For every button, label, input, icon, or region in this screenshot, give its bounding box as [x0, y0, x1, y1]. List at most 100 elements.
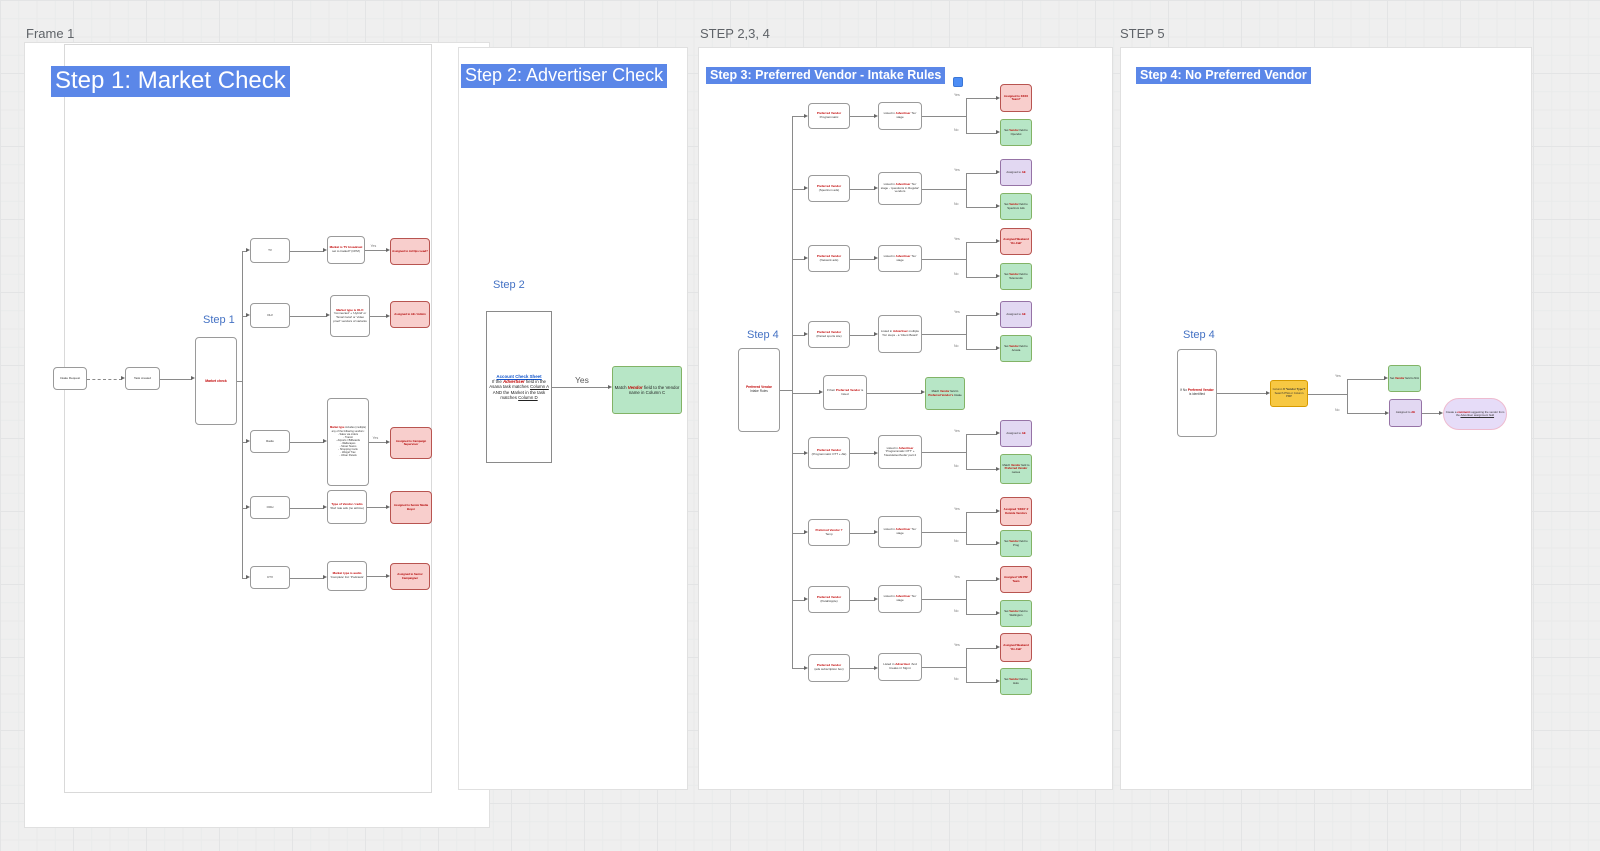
connector-segment: [792, 334, 805, 336]
step1-group-label[interactable]: Step 1: [203, 314, 235, 326]
steps234-frame-label[interactable]: STEP 2,3, 4: [700, 26, 770, 41]
step1-title[interactable]: Step 1: Market Check: [51, 66, 290, 97]
match-vendor-intake-node[interactable]: Match Vendor field in Preferred Vendor's…: [925, 377, 965, 410]
market-check-node[interactable]: Market check: [195, 337, 237, 425]
connector-segment: [966, 276, 997, 278]
olv-rule-node[interactable]: Market type is OLV: 'Connected' + 'Hybri…: [330, 295, 370, 337]
set-vendor-node[interactable]: Set Vendor field to Telemundo: [1000, 263, 1032, 290]
arrowhead-icon: [386, 439, 390, 444]
assigned-ampm-team-node[interactable]: Assigned 'AM PM' Team: [1000, 566, 1032, 593]
arrowhead-icon: [1266, 390, 1270, 395]
connector-segment: [922, 334, 966, 335]
market-radio-node[interactable]: Radio: [250, 430, 290, 453]
step2-group-label[interactable]: Step 2: [493, 279, 525, 291]
audio-rule-node[interactable]: Market type is audio 'Complete' list: 'P…: [327, 561, 367, 591]
listed-in-advertiser-node[interactable]: Listed in Advertiser multiple 'No' steps…: [878, 315, 922, 353]
listed-in-advertiser-node[interactable]: Listed in Advertiser 'And breaks in' Mgm…: [878, 653, 922, 681]
preferred-vendor-network-node[interactable]: Preferred Vendor(Network ads): [808, 245, 850, 272]
task-created-node[interactable]: Task created: [125, 367, 160, 390]
connector-segment: [242, 250, 243, 578]
market-ooh-node[interactable]: OOH: [250, 496, 290, 519]
step3-group-label[interactable]: Step 4: [747, 329, 779, 341]
listed-in-advertiser-node[interactable]: Listed in Advertiser 'No' stage - 'quest…: [878, 172, 922, 205]
market-olv-node[interactable]: OLV: [250, 303, 290, 328]
set-vendor-na-node[interactable]: Set Vendor field to N/A: [1388, 365, 1421, 392]
connector-segment: [850, 258, 875, 260]
assign-campaign-supervisor-node[interactable]: Assigned to Campaign Supervisor: [390, 427, 432, 459]
connector-segment: [922, 667, 966, 668]
connector-segment: [850, 188, 875, 190]
frame1-label[interactable]: Frame 1: [26, 26, 75, 41]
connector-segment: [922, 452, 966, 453]
connector-segment: [792, 532, 805, 534]
assigned-outside-vendors-node[interactable]: Assigned 'XXXX' if Outside Vendors: [1000, 497, 1032, 526]
market-tv-node[interactable]: TV: [250, 238, 290, 263]
no-preferred-vendor-node[interactable]: If No Preferred Vendor is identified: [1177, 349, 1217, 437]
arrowhead-icon: [996, 611, 1000, 615]
assigned-team-node[interactable]: Assigned to XXXX Team?: [1000, 84, 1032, 112]
intake-request-node[interactable]: Intake Request: [53, 367, 87, 390]
connector-segment: [1217, 393, 1267, 394]
assign-adops-lead-node[interactable]: Assigned to Ad Ops Lead?: [390, 238, 430, 265]
preferred-vendor-sports-node[interactable]: Preferred Vendor(Paired sports site): [808, 321, 850, 348]
arrowhead-icon: [246, 248, 250, 252]
connector-segment: [966, 172, 997, 174]
preferred-vendor-subscription-node[interactable]: Preferred Vendor(ads subscription box): [808, 654, 850, 682]
arrowhead-icon: [386, 504, 390, 509]
connector-segment: [242, 315, 247, 317]
listed-in-advertiser-node[interactable]: Listed in Advertiser 'No' stage: [878, 585, 922, 613]
assigned-to-ae-node[interactable]: Assigned to AE: [1000, 159, 1032, 186]
radio-rule-node[interactable]: Type of Vendor / radio 'Flat' rate ads (…: [327, 490, 367, 524]
connector-segment: [792, 392, 820, 394]
preferred-vendor-spectrum-node[interactable]: Preferred Vendor(Spectrum ads): [808, 175, 850, 202]
vendor-type-check-node[interactable]: Column B 'Vendor Type'? Search PSA or Co…: [1270, 380, 1308, 407]
arrowhead-icon: [246, 575, 250, 579]
preferred-vendor-ott-node[interactable]: Preferred Vendor(Programmatic OTT + AE): [808, 437, 850, 469]
link-badge-icon[interactable]: [953, 77, 963, 87]
set-vendor-node[interactable]: Set Vendor field to Opendot: [1000, 119, 1032, 146]
assigned-to-ae-node[interactable]: Assigned to AE: [1000, 420, 1032, 447]
step2-title[interactable]: Step 2: Advertiser Check: [461, 64, 668, 88]
arrowhead-icon: [996, 130, 1000, 134]
tv-rule-node[interactable]: Market is TV broadcast set to traded? (C…: [327, 236, 365, 264]
preferred-vendor-petal-node[interactable]: Preferred Vendor(Petal/Apple): [808, 586, 850, 613]
listed-in-advertiser-node[interactable]: Listed in Advertiser 'Programmatic OTT' …: [878, 435, 922, 469]
connector-segment: [966, 579, 997, 581]
arrowhead-icon: [323, 505, 327, 509]
edge-label: Yes: [954, 574, 960, 579]
connector-segment: [242, 441, 247, 443]
assign-senior-campaigner-node[interactable]: Assigned to Senior Campaigner: [390, 563, 430, 590]
assigned-to-ae-node[interactable]: Assigned to AE: [1000, 301, 1032, 328]
arrowhead-icon: [996, 431, 1000, 435]
set-vendor-node[interactable]: Set Vendor field to Acosta: [1000, 335, 1032, 362]
listed-in-advertiser-node[interactable]: Listed in Advertiser 'No' stage: [878, 245, 922, 272]
set-vendor-node[interactable]: Set Vendor field to Wellington: [1000, 600, 1032, 627]
preferred-vendor-temp-node[interactable]: Preferred Vendor ?Temp: [808, 519, 850, 546]
assigned-to-ae-node[interactable]: Assigned to AE: [1389, 399, 1422, 427]
set-vendor-node[interactable]: Set Vendor field to Hulu: [1000, 668, 1032, 695]
listed-in-advertiser-node[interactable]: Listed in Advertiser 'No' stage: [878, 516, 922, 548]
assign-ae-admin-node[interactable]: Assigned to AE / Admin: [390, 301, 430, 328]
set-vendor-node[interactable]: Set Vendor field to Prog: [1000, 530, 1032, 557]
listed-in-advertiser-node[interactable]: Listed in Advertiser 'No' stage: [878, 102, 922, 130]
ooh-vendor-list-node[interactable]: Market type includes (multiple) any of t…: [327, 398, 369, 486]
step5-frame-label[interactable]: STEP 5: [1120, 26, 1165, 41]
preferred-vendor-listed-node[interactable]: If their Preferred Vendor is listed: [823, 375, 867, 410]
match-preferred-vendor-node[interactable]: Match Vendor field to Preferred Vendor n…: [1000, 454, 1032, 484]
suggest-vendor-comment-node[interactable]: Create a comment suggesting the vendor f…: [1443, 398, 1507, 430]
arrowhead-icon: [996, 541, 1000, 545]
match-vendor-column-c-node[interactable]: Match Vendor field to the Vendor name in…: [612, 366, 682, 414]
set-vendor-node[interactable]: Set Vendor field to Spectrum Ads: [1000, 193, 1032, 220]
step4-title[interactable]: Step 4: No Preferred Vendor: [1136, 66, 1311, 84]
edge-label: Yes: [1335, 373, 1341, 378]
step4-group-label[interactable]: Step 4: [1183, 329, 1215, 341]
assign-senior-buyer-node[interactable]: Assigned to Senior Media Buyer: [390, 491, 432, 524]
assigned-weekend-oncall-node[interactable]: Assigned Weekend 'On-Call': [1000, 228, 1032, 255]
market-ctv-node[interactable]: CTV: [250, 566, 290, 589]
assigned-weekend-oncall-node[interactable]: Assigned Weekend 'On-Call': [1000, 633, 1032, 662]
step3-title[interactable]: Step 3: Preferred Vendor - Intake Rules: [706, 66, 946, 84]
